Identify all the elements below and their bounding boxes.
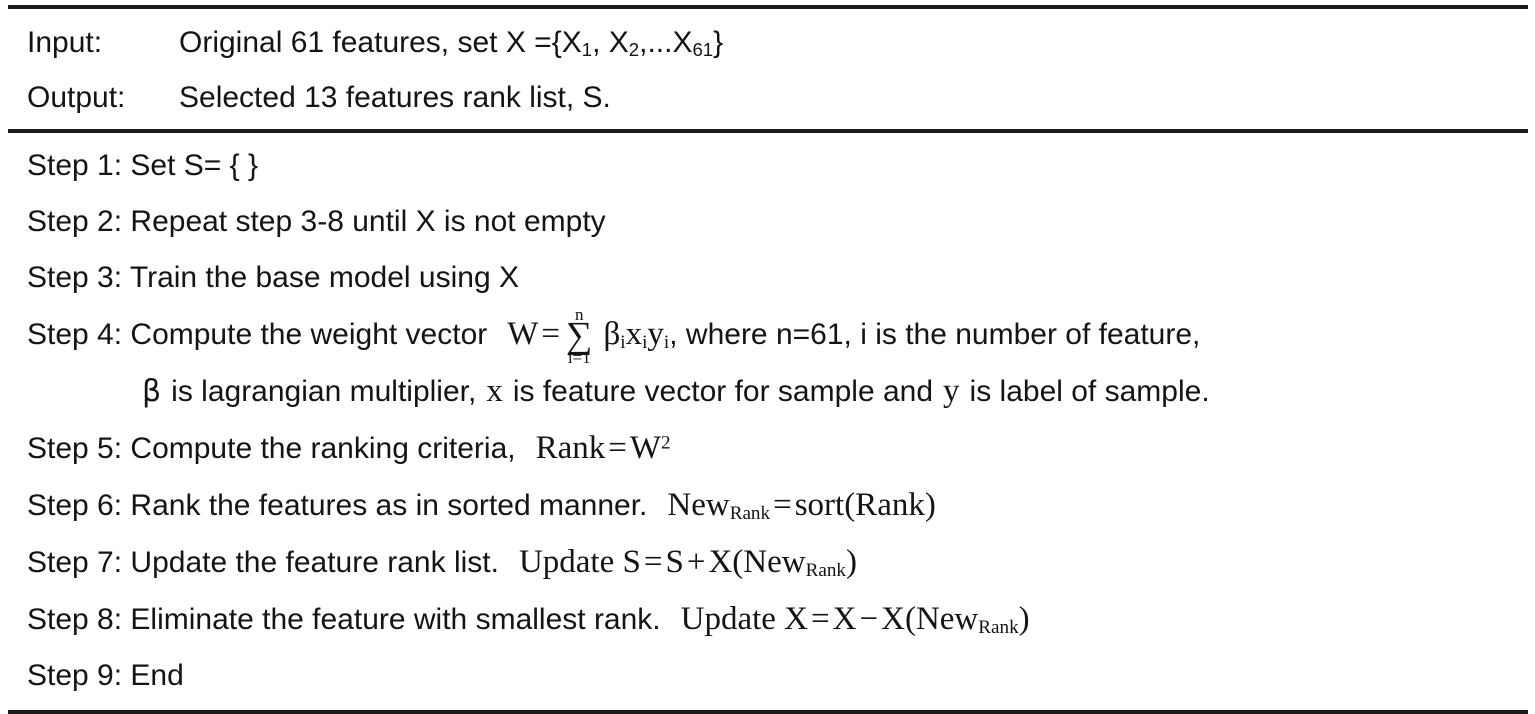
step-8-formula: Update X=X−X(NewRank) [681,601,1030,637]
step-7-operand-2: X(New [708,544,806,580]
step-6-rhs: sort(Rank) [794,487,936,523]
step-8-equals: = [811,601,830,637]
continuation-part-2: is feature vector for sample and [512,375,934,408]
input-mid-2: ,...X [639,26,693,59]
variable-y: y [943,373,960,409]
sigma-glyph: ∑ [566,315,593,356]
step-3: Step 3: Train the base model using X [27,261,519,294]
input-sub-1: 1 [581,39,593,61]
beta-symbol: β [142,374,162,409]
step-7-formula: Update S=S+X(NewRank) [519,544,857,580]
x-subscript: i [642,332,648,354]
step-7-operand-2-close: ) [845,544,857,580]
step-5-rhs: W [629,430,662,466]
step-7-operand-2-subscript: Rank [805,560,846,582]
step-8-operand-2-subscript: Rank [978,617,1019,639]
step-8-operand-2-close: ) [1018,601,1030,637]
step-6-formula: NewRank=sort(Rank) [667,487,935,523]
step-4: Step 4: Compute the weight vector W=∑n i=1… [8,306,1528,366]
rule-bottom [8,710,1528,714]
step-4-tail: where n=61, i is the number of feature, [685,318,1201,351]
step-7-prose: Step 7: Update the feature rank list. [27,546,499,579]
step-8-operator: − [859,601,879,637]
input-row: Input: Original 61 features, set X ={X1,… [8,15,1528,70]
input-text-after: } [713,26,724,59]
step-6-prose: Step 6: Rank the features as in sorted m… [27,489,648,522]
step-5-equals: = [608,430,627,466]
continuation-part-1: is lagrangian multiplier, [171,375,477,408]
step-1: Step 1: Set S= { } [27,149,259,182]
x-term: x [625,316,643,352]
step-7-operand-1: S [665,544,684,580]
step-4-lhs: W [507,316,539,352]
rule-middle [8,129,1528,133]
step-5-lhs: Rank [535,430,606,466]
step-5-formula: Rank=W2 [536,430,671,466]
step-8-operand-2: X(New [881,601,979,637]
rule-top [8,5,1528,9]
output-row: Output: Selected 13 features rank list, … [8,70,1528,125]
step-7-operator: + [686,544,706,580]
algorithm-steps: Step 1: Set S= { } Step 2: Repeat step 3… [8,133,1528,710]
variable-x: x [486,373,503,409]
input-text-before: Original 61 features, set X ={X [179,26,582,59]
input-label: Input: [27,26,103,59]
input-sub-3: 61 [692,39,714,61]
step-2: Step 2: Repeat step 3-8 until X is not e… [27,205,606,238]
step-6: Step 6: Rank the features as in sorted m… [8,477,1528,534]
step-5-prose: Step 5: Compute the ranking criteria, [27,432,516,465]
output-value: Selected 13 features rank list, S. [179,81,611,114]
step-4-prose: Step 4: Compute the weight vector [27,318,488,351]
summation-symbol: ∑n i=1 [566,306,592,366]
beta-term: β [603,316,621,352]
output-label: Output: [27,81,126,114]
step-8: Step 8: Eliminate the feature with small… [8,591,1528,648]
algorithm-box: Input: Original 61 features, set X ={X1,… [8,5,1528,714]
beta-subscript: i [620,332,626,354]
step-6-lhs-subscript: Rank [729,503,771,525]
input-value: Original 61 features, set X ={X1, X2,...… [179,15,723,70]
step-7-equals: = [643,544,663,580]
step-8-prose: Step 8: Eliminate the feature with small… [27,603,661,636]
step-7-update: Update S [518,544,641,580]
input-sub-2: 2 [628,39,640,61]
sigma-lower-limit: i=1 [567,347,591,367]
step-6-lhs: New [667,487,730,523]
step-7: Step 7: Update the feature rank list. Upd… [8,534,1528,591]
step-8-operand-1: X [832,601,857,637]
step-4-equals: = [541,316,561,352]
input-mid-1: , X [592,26,629,59]
step-5-exponent: 2 [661,432,671,454]
algorithm-header: Input: Original 61 features, set X ={X1,… [8,9,1528,129]
sigma-upper-limit: n [574,305,584,324]
continuation-part-3: is label of sample. [969,375,1210,408]
step-6-equals: = [773,487,792,523]
step-9: Step 9: End [27,659,184,692]
step-4-continuation: β is lagrangian multiplier, x is feature ve… [8,363,1528,420]
y-subscript: i [663,332,670,354]
y-term: y [647,316,664,352]
step-5: Step 5: Compute the ranking criteria, Ran… [8,420,1528,477]
step-8-update: Update X [680,601,809,637]
step-4-comma: , [669,318,678,351]
